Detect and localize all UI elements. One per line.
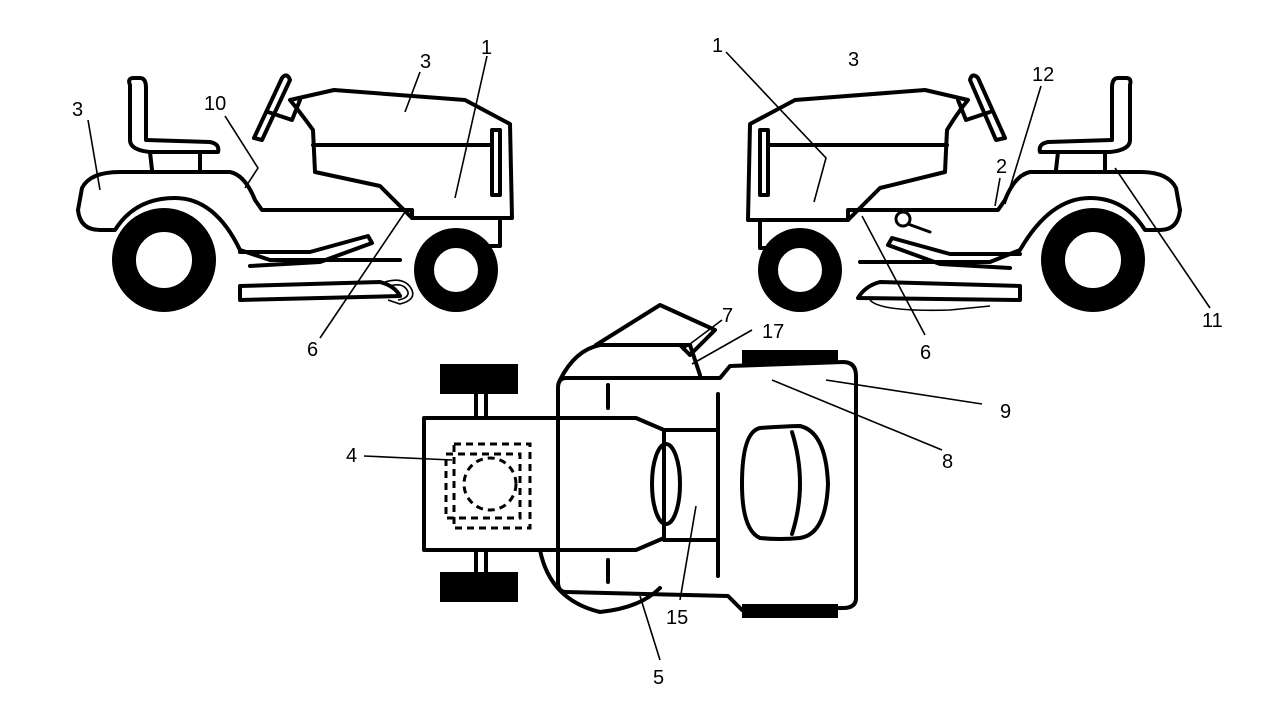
mower-deck: [238, 280, 402, 302]
callout-right-6: 6: [920, 342, 931, 364]
callout-top-15: 15: [666, 607, 688, 629]
callout-left-10: 10: [204, 93, 226, 115]
leader-lines: [363, 319, 983, 661]
hood: [746, 88, 970, 222]
mower-deck-top: [538, 343, 702, 614]
callout-left-3a: 3: [72, 99, 83, 121]
engine-outline: [444, 452, 522, 520]
mower-top-view: 7 17 9 8 4 15 5: [346, 303, 1011, 689]
rear-fender: [76, 170, 502, 248]
seat-top: [740, 424, 830, 541]
front-wheel-bottom: [440, 572, 518, 602]
seat: [127, 76, 221, 154]
mower-left-side-view: 3 10 3 1 6: [72, 37, 514, 361]
mower-right-side-view: 1 3 12 2 11 6: [712, 35, 1223, 364]
callout-left-1: 1: [481, 37, 492, 59]
steering-wheel: [252, 73, 292, 142]
callout-top-4: 4: [346, 445, 357, 467]
callout-top-17: 17: [762, 321, 784, 343]
seat: [1037, 76, 1133, 154]
frame: [556, 360, 858, 612]
callout-right-2: 2: [996, 156, 1007, 178]
leader-lines: [87, 55, 488, 339]
callout-top-9: 9: [1000, 401, 1011, 423]
hood-top: [422, 416, 666, 552]
callout-right-12: 12: [1032, 64, 1054, 86]
callout-right-1: 1: [712, 35, 723, 57]
callout-top-7: 7: [722, 305, 733, 327]
mower-deck: [856, 280, 1022, 302]
callout-top-8: 8: [942, 451, 953, 473]
front-wheel-top: [440, 364, 518, 394]
leader-lines: [725, 51, 1211, 336]
callout-left-6: 6: [307, 339, 318, 361]
steering-wheel: [968, 73, 1007, 142]
discharge-chute: [594, 303, 717, 357]
rear-fender: [758, 170, 1182, 250]
rear-wheel-top: [742, 350, 838, 364]
callout-top-5: 5: [653, 667, 664, 689]
hood: [288, 88, 514, 220]
callout-left-3b: 3: [420, 51, 431, 73]
callout-right-3: 3: [848, 49, 859, 71]
steering-wheel-top: [650, 442, 682, 526]
callout-right-11: 11: [1202, 310, 1223, 332]
